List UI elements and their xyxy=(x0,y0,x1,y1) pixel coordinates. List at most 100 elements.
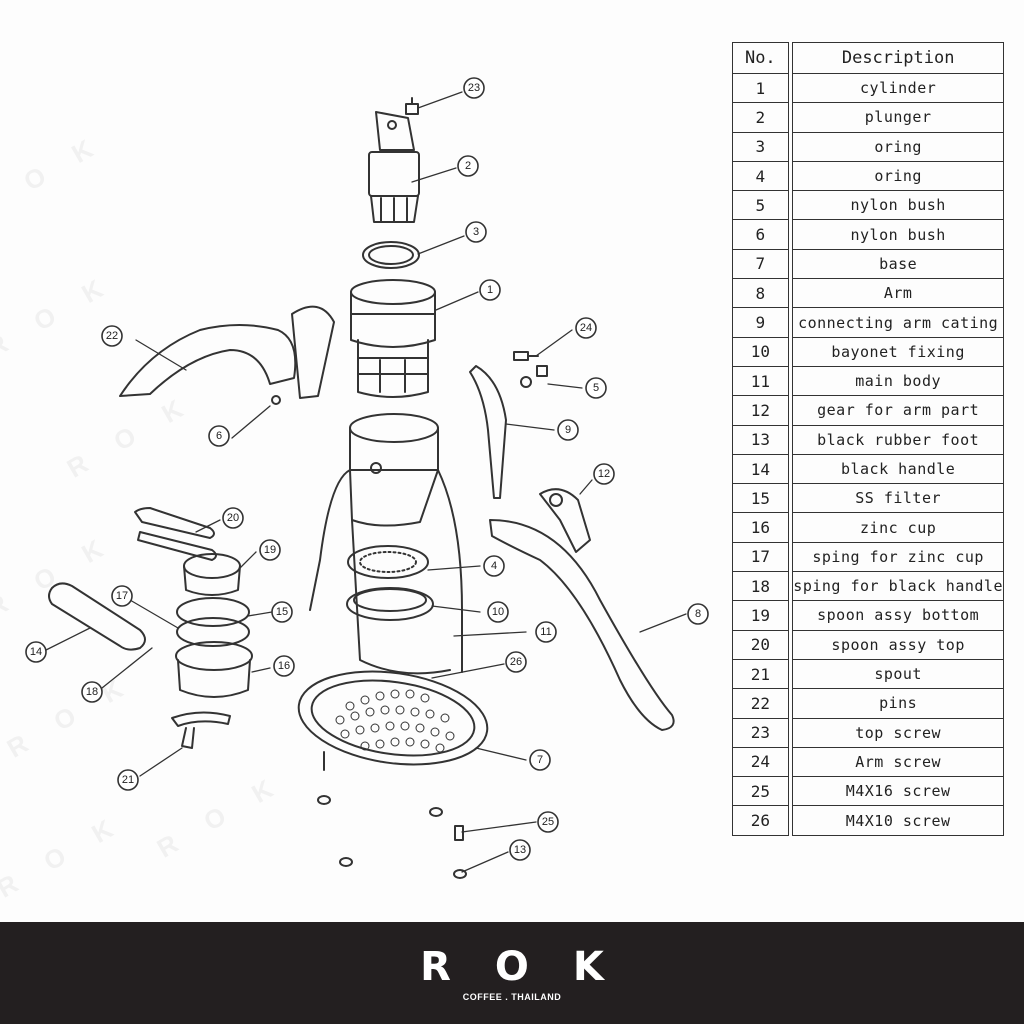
part-oring-3 xyxy=(362,241,420,269)
callout-11: 11 xyxy=(540,626,551,638)
part-number: 16 xyxy=(732,512,789,543)
part-description: base xyxy=(792,248,1004,280)
part-description: plunger xyxy=(792,102,1004,133)
callout-19: 19 xyxy=(264,544,276,556)
part-description: bayonet fixing xyxy=(792,336,1004,367)
part-plunger xyxy=(368,111,420,223)
part-description: spoon assy bottom xyxy=(792,600,1004,631)
part-number: 14 xyxy=(732,453,789,485)
callout-21: 21 xyxy=(122,774,134,786)
callout-4: 4 xyxy=(491,560,497,572)
part-description: main body xyxy=(792,365,1004,397)
part-number: 11 xyxy=(732,365,789,397)
part-cylinder xyxy=(350,279,436,398)
part-number: 19 xyxy=(732,600,789,631)
part-number: 1 xyxy=(732,72,789,104)
callout-15: 15 xyxy=(276,606,288,618)
part-gear xyxy=(539,488,591,553)
part-description: black handle xyxy=(792,453,1004,485)
part-base xyxy=(297,670,489,766)
part-spoon-top xyxy=(134,507,217,561)
part-description: Arm screw xyxy=(792,746,1004,778)
part-description: nylon bush xyxy=(792,190,1004,221)
brand-tagline: COFFEE . THAILAND xyxy=(462,992,562,1002)
brand-logo: ROK xyxy=(420,944,648,990)
part-bayonet-fixing xyxy=(346,587,434,621)
part-arm-screw xyxy=(513,351,539,361)
part-number: 8 xyxy=(732,278,789,309)
part-nylon-bush-6 xyxy=(271,395,281,405)
callout-26: 26 xyxy=(510,656,522,668)
part-description: oring xyxy=(792,131,1004,162)
part-description: M4X10 screw xyxy=(792,805,1004,836)
part-number: 4 xyxy=(732,160,789,192)
part-number: 7 xyxy=(732,248,789,280)
part-rubber-feet xyxy=(317,751,467,879)
part-pins xyxy=(119,324,297,397)
callout-9: 9 xyxy=(565,424,571,436)
column-header-no: No. xyxy=(732,42,789,74)
part-description: oring xyxy=(792,160,1004,192)
part-nylon-bush-5 xyxy=(520,365,548,388)
part-number: 9 xyxy=(732,307,789,338)
part-description: SS filter xyxy=(792,483,1004,514)
callout-6: 6 xyxy=(216,430,222,442)
part-number: 22 xyxy=(732,688,789,719)
part-number: 2 xyxy=(732,102,789,133)
callout-18: 18 xyxy=(86,686,98,698)
part-number: 12 xyxy=(732,395,789,426)
callout-13: 13 xyxy=(514,844,526,856)
part-number: 25 xyxy=(732,776,789,807)
part-description: Arm xyxy=(792,278,1004,309)
part-number: 18 xyxy=(732,571,789,602)
part-description: spoon assy top xyxy=(792,629,1004,660)
part-main-body xyxy=(309,413,463,675)
part-description: zinc cup xyxy=(792,512,1004,543)
callout-23: 23 xyxy=(468,82,480,94)
table-header-row: No. Description xyxy=(732,42,1004,74)
part-spout xyxy=(171,711,231,749)
part-number: 15 xyxy=(732,483,789,514)
part-number: 6 xyxy=(732,219,789,250)
part-zinc-cup xyxy=(175,641,253,698)
part-number: 13 xyxy=(732,424,789,455)
part-number: 24 xyxy=(732,746,789,778)
callout-2: 2 xyxy=(465,160,471,172)
callout-25: 25 xyxy=(542,816,554,828)
part-description: sping for zinc cup xyxy=(792,541,1004,573)
callout-14: 14 xyxy=(30,646,42,658)
part-description: M4X16 screw xyxy=(792,776,1004,807)
brand-footer xyxy=(0,922,1024,1024)
part-number: 26 xyxy=(732,805,789,836)
callout-1: 1 xyxy=(487,284,493,296)
callout-12: 12 xyxy=(598,468,610,480)
column-header-description: Description xyxy=(792,42,1004,74)
part-spoon-bottom xyxy=(183,553,241,596)
part-description: spout xyxy=(792,658,1004,690)
callout-22: 22 xyxy=(106,330,118,342)
part-arm xyxy=(489,519,675,731)
part-ss-filter xyxy=(347,545,429,579)
part-connecting-arm xyxy=(469,365,507,499)
part-number: 5 xyxy=(732,190,789,221)
